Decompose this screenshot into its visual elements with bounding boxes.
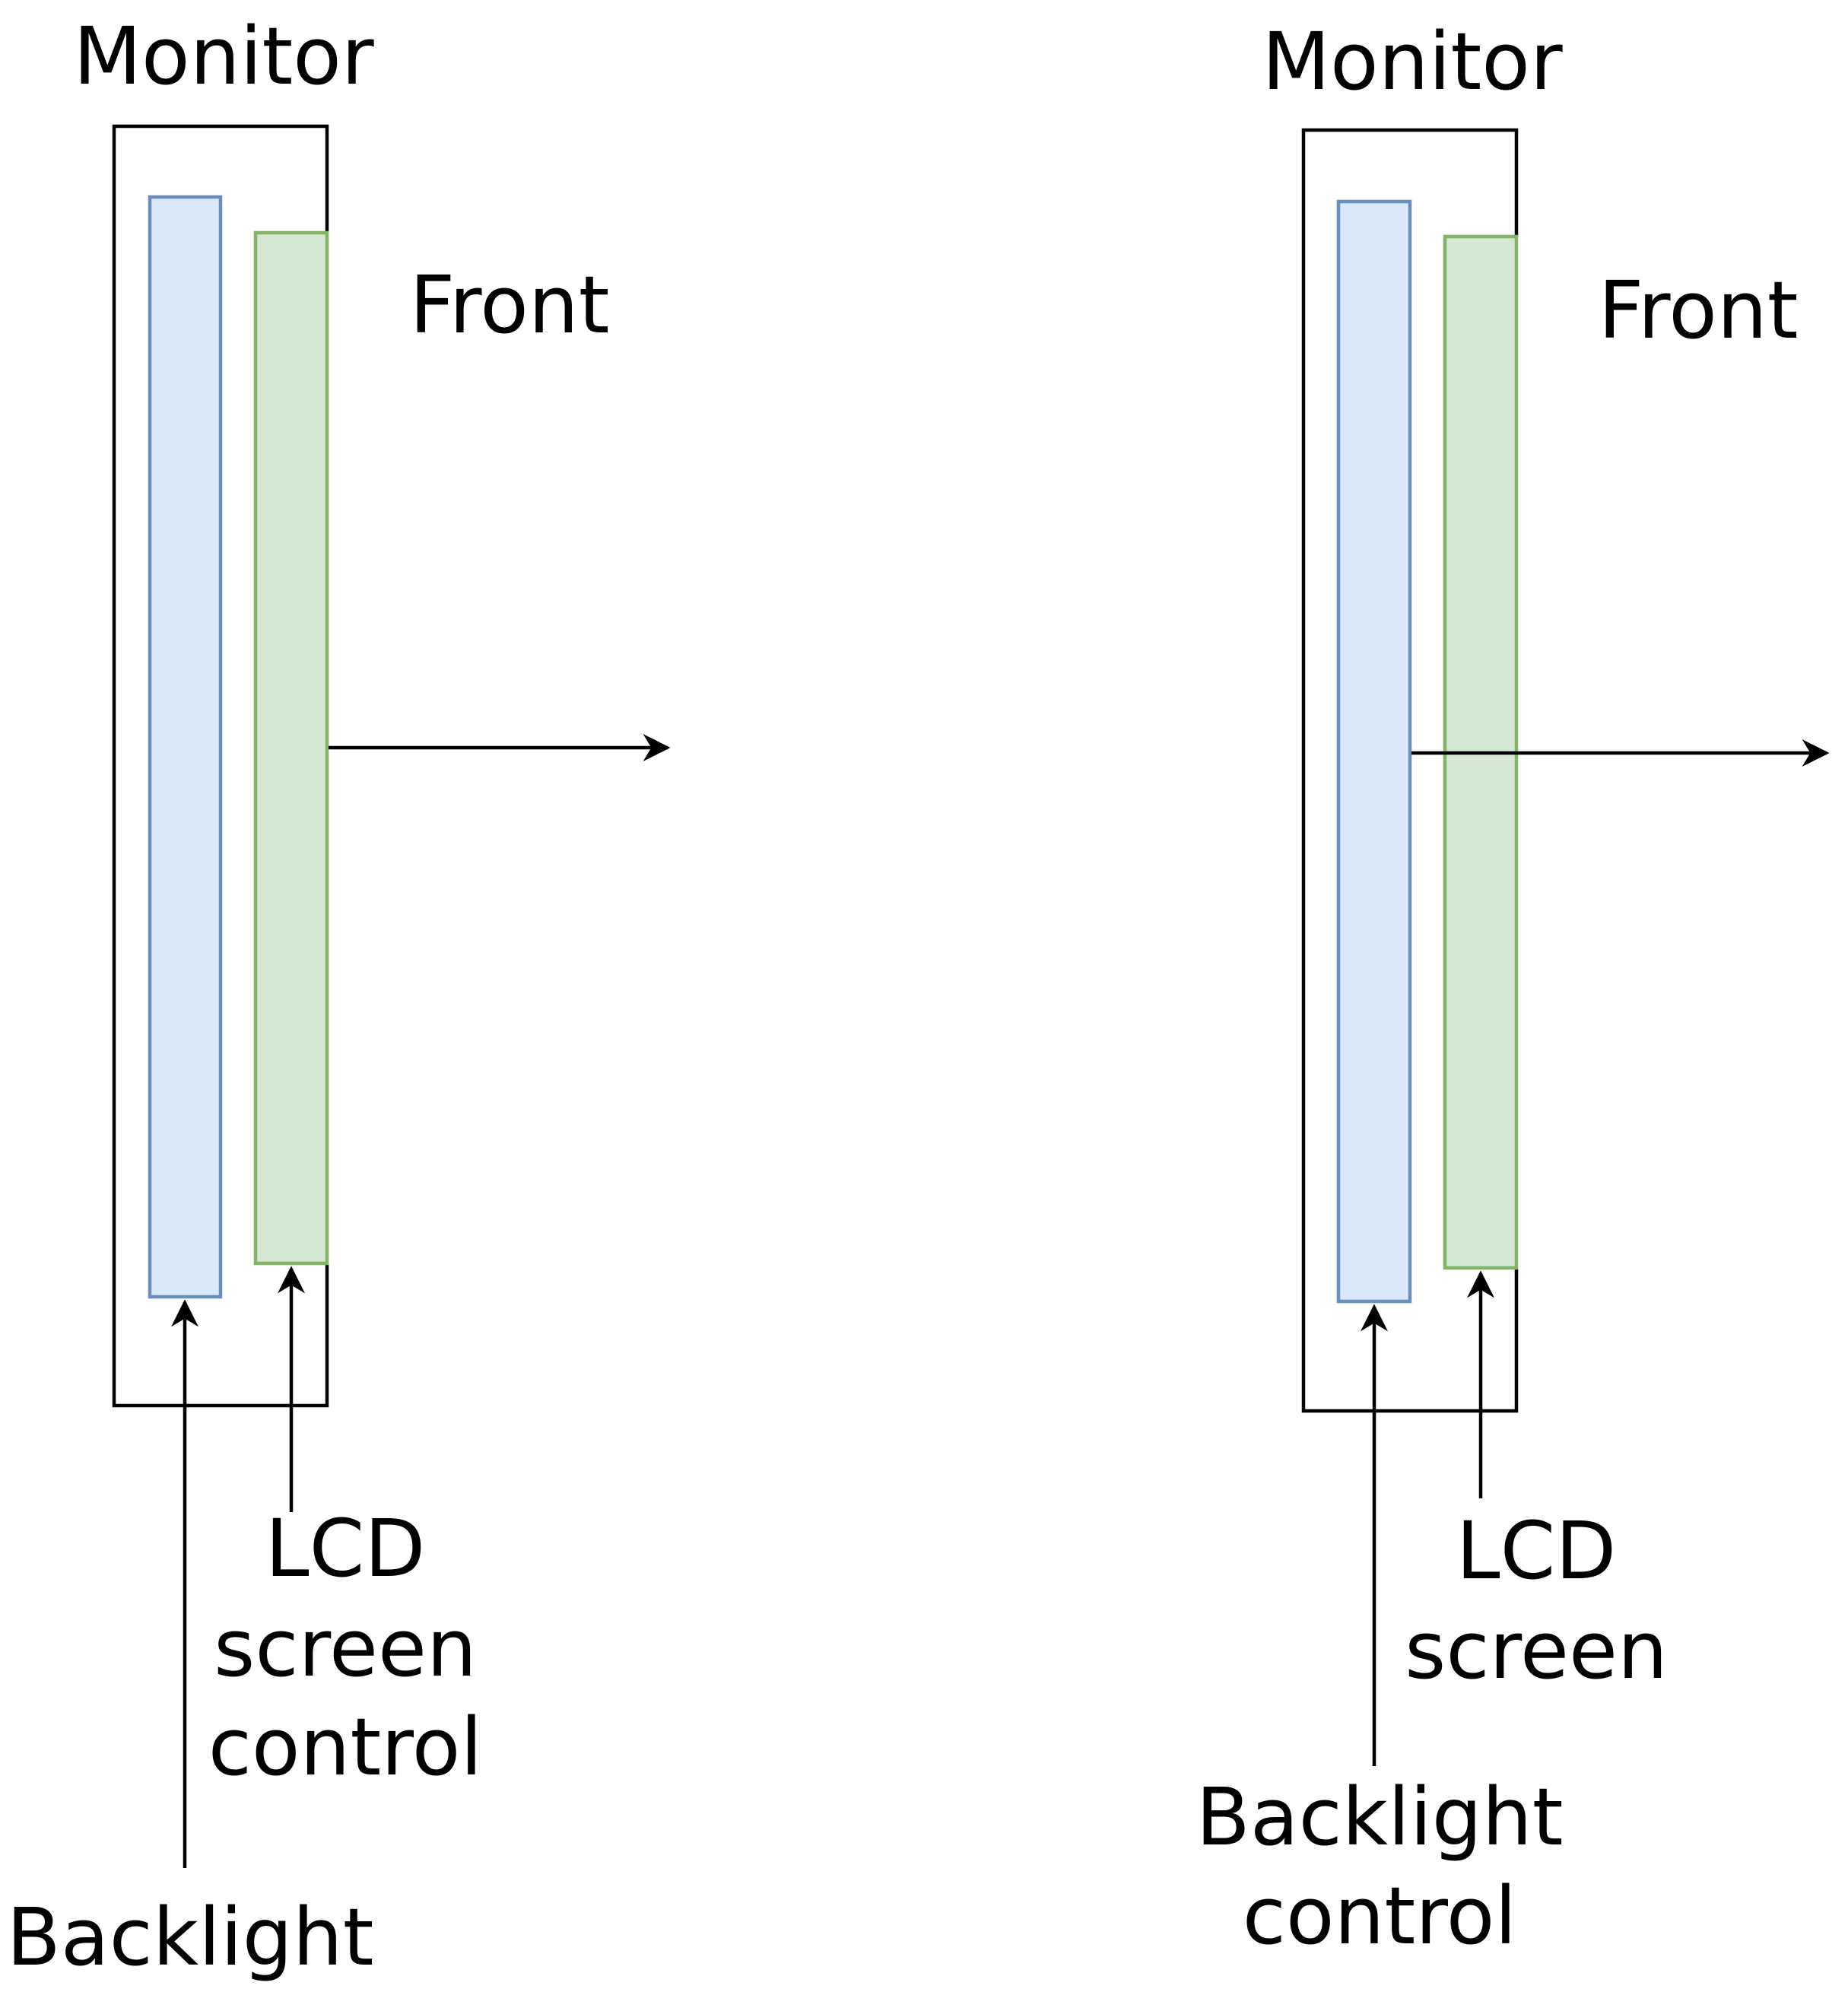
left-front-label: Front [409,259,609,351]
left-monitor-frame [112,124,329,1408]
left-lcd-label-line-1: LCD [265,1502,426,1595]
left-diagram: Monitor Front LCD screen control Backlig… [7,10,671,1984]
left-lcd-label-line-2: screen [214,1602,477,1695]
right-monitor-frame [1301,128,1519,1413]
left-lcd-label-line-3: control [208,1701,483,1793]
right-lcd-label-line-2: screen [1405,1604,1668,1697]
right-backlight-label-line-1: Backlight [1196,1771,1564,1863]
right-backlight-label-line-2: control [1243,1870,1517,1962]
left-monitor-label: Monitor [73,10,374,103]
right-diagram: Monitor Front LCD screen Backlight contr… [1196,15,1830,1962]
left-backlight-label: Backlight [7,1891,374,1984]
right-monitor-label: Monitor [1262,15,1563,108]
right-front-label: Front [1598,264,1798,357]
right-backlight-panel [1336,199,1412,1304]
left-lcd-panel [253,230,329,1266]
right-lcd-label-line-1: LCD [1456,1504,1617,1597]
left-backlight-panel [148,195,223,1299]
